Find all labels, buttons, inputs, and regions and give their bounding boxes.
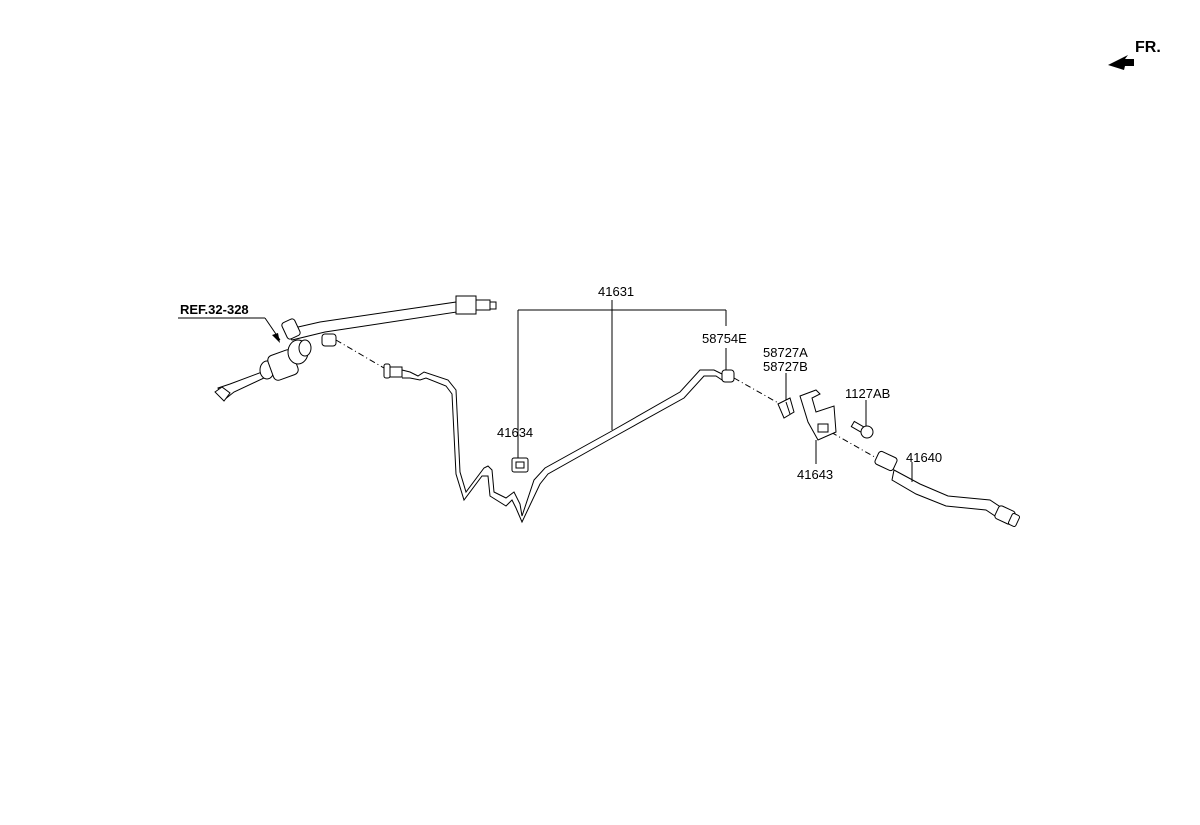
reference-leader [178, 317, 281, 343]
part-41631-leader [517, 300, 727, 458]
clutch-hose [874, 450, 1021, 527]
connection-line [819, 425, 881, 461]
pipe-clip [511, 457, 529, 473]
part-41634-label: 41634 [497, 425, 533, 440]
part-58754E-label: 58754E [702, 331, 747, 346]
part-58727B-label: 58727B [763, 359, 808, 374]
connection-line [733, 377, 781, 405]
reference-label: REF.32-328 [180, 302, 249, 317]
bolt [850, 420, 874, 439]
connection-line [335, 339, 385, 369]
master-cylinder [214, 295, 497, 402]
part-41643-label: 41643 [797, 467, 833, 482]
part-58727A-label: 58727A [763, 345, 808, 360]
part-41640-label: 41640 [906, 450, 942, 465]
hose-bracket [799, 389, 837, 441]
clutch-pipe [383, 363, 735, 524]
front-label: FR. [1135, 39, 1161, 56]
retaining-clip [777, 397, 795, 419]
part-41631-label: 41631 [598, 284, 634, 299]
front-arrow-icon [1108, 55, 1134, 70]
part-1127AB-label: 1127AB [845, 386, 890, 401]
